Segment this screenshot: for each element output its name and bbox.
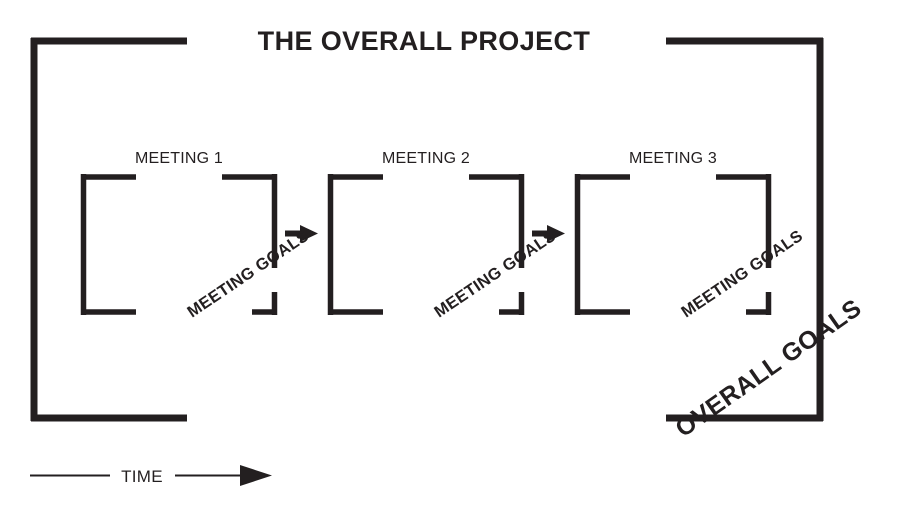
meeting-1-bracket — [80, 174, 278, 315]
meeting-2-goals-label: MEETING GOALS — [431, 227, 559, 322]
connector-arrow-1-head — [300, 225, 318, 242]
connector-arrow-1-to-2-icon — [285, 225, 318, 242]
connector-arrow-2-head — [547, 225, 565, 242]
meeting-1-goals-label: MEETING GOALS — [184, 227, 312, 322]
meeting-3-label: MEETING 3 — [629, 150, 717, 167]
meeting-2-bracket — [327, 174, 525, 315]
time-axis-label: TIME — [121, 467, 163, 486]
meeting-3-bracket — [574, 174, 772, 315]
meeting-1-label: MEETING 1 — [135, 150, 223, 167]
diagram-title: THE OVERALL PROJECT — [258, 26, 591, 56]
connector-arrow-2-to-3-icon — [532, 225, 565, 242]
time-axis-arrow-head — [240, 465, 272, 486]
outer-project-bracket — [30, 37, 824, 422]
meeting-2-label: MEETING 2 — [382, 150, 470, 167]
time-axis — [30, 465, 272, 486]
meeting-3-goals-label: MEETING GOALS — [678, 227, 806, 322]
